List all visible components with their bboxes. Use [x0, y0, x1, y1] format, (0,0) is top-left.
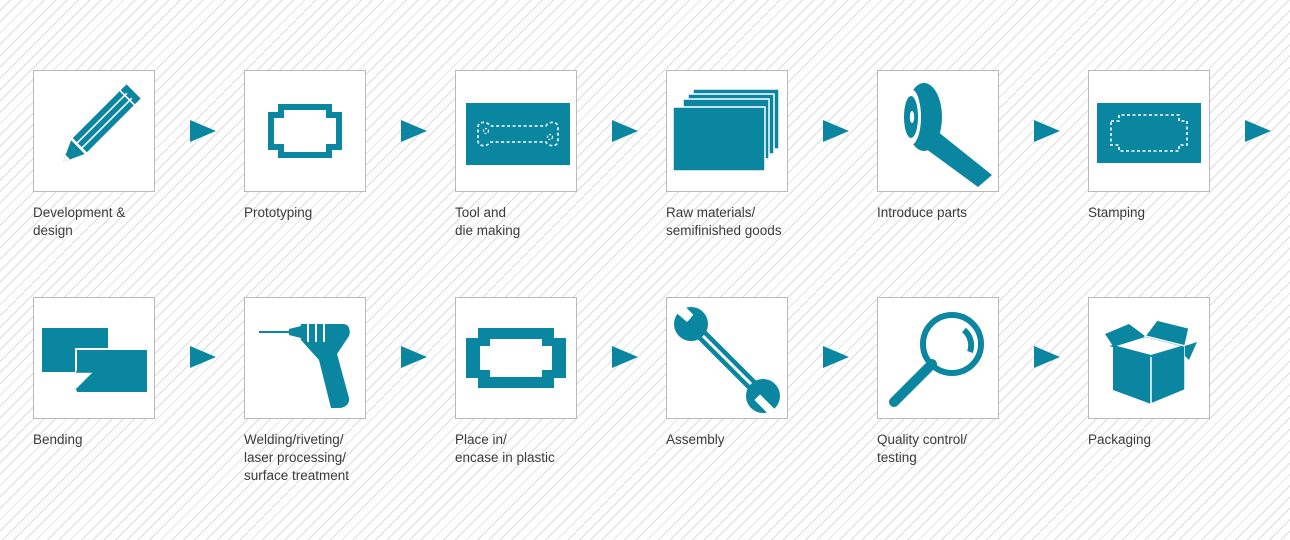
- step-bending: Bending: [33, 297, 157, 449]
- flow-arrow-icon: [612, 346, 638, 368]
- step-label: Stamping: [1088, 205, 1146, 220]
- step-tile: [455, 297, 577, 419]
- step-label: Quality control/ testing: [877, 432, 968, 465]
- flow-arrow-icon: [401, 120, 427, 142]
- step-tile: [877, 297, 999, 419]
- step-introduce-parts: Introduce parts: [877, 70, 1001, 222]
- flow-arrow-icon: [612, 120, 638, 142]
- magnifier-icon: [889, 312, 984, 407]
- flow-arrow-icon: [823, 346, 849, 368]
- bent-sheets-icon: [42, 328, 149, 394]
- box-icon: [1105, 319, 1197, 406]
- step-tile: [877, 70, 999, 192]
- step-development-design: Development & design: [33, 70, 157, 240]
- step-welding-riveting: Welding/riveting/ laser processing/ surf…: [244, 297, 368, 485]
- step-label: Place in/ encase in plastic: [455, 432, 555, 465]
- step-tile: [666, 297, 788, 419]
- step-tile: [1088, 70, 1210, 192]
- tape-roll-icon: [901, 83, 992, 187]
- step-raw-materials: Raw materials/ semifinished goods: [666, 70, 790, 240]
- encased-part-icon: [466, 328, 566, 388]
- flow-arrow-icon: [1034, 346, 1060, 368]
- step-packaging: Packaging: [1088, 297, 1212, 449]
- step-label: Tool and die making: [455, 205, 521, 238]
- die-plate-icon: [466, 103, 570, 165]
- step-label: Assembly: [666, 432, 725, 447]
- step-tile: [244, 297, 366, 419]
- sheet-stack-icon: [672, 88, 780, 172]
- prototype-outline-icon: [268, 104, 342, 158]
- step-quality-control: Quality control/ testing: [877, 297, 1001, 467]
- flow-arrow-icon: [1034, 120, 1060, 142]
- wrench-icon: [673, 303, 780, 416]
- step-tile: [33, 70, 155, 192]
- step-label: Raw materials/ semifinished goods: [666, 205, 782, 238]
- flow-arrow-icon: [1245, 120, 1271, 142]
- step-label: Introduce parts: [877, 205, 968, 220]
- step-place-encase: Place in/ encase in plastic: [455, 297, 579, 467]
- step-label: Bending: [33, 432, 83, 447]
- flow-arrow-icon: [190, 120, 216, 142]
- step-tile: [666, 70, 788, 192]
- step-label: Welding/riveting/ laser processing/ surf…: [244, 432, 350, 483]
- step-tool-die-making: Tool and die making: [455, 70, 579, 240]
- flow-arrow-icon: [401, 346, 427, 368]
- step-stamping: Stamping: [1088, 70, 1212, 222]
- welding-gun-icon: [259, 322, 350, 408]
- step-label: Development & design: [33, 205, 126, 238]
- step-tile: [33, 297, 155, 419]
- step-tile: [455, 70, 577, 192]
- step-tile: [1088, 297, 1210, 419]
- step-prototyping: Prototyping: [244, 70, 368, 222]
- step-label: Packaging: [1088, 432, 1152, 447]
- flow-arrow-icon: [190, 346, 216, 368]
- step-label: Prototyping: [244, 205, 313, 220]
- step-assembly: Assembly: [666, 297, 790, 449]
- flow-arrow-icon: [823, 120, 849, 142]
- pencil-icon: [62, 84, 141, 163]
- step-tile: [244, 70, 366, 192]
- stamping-plate-icon: [1097, 103, 1201, 163]
